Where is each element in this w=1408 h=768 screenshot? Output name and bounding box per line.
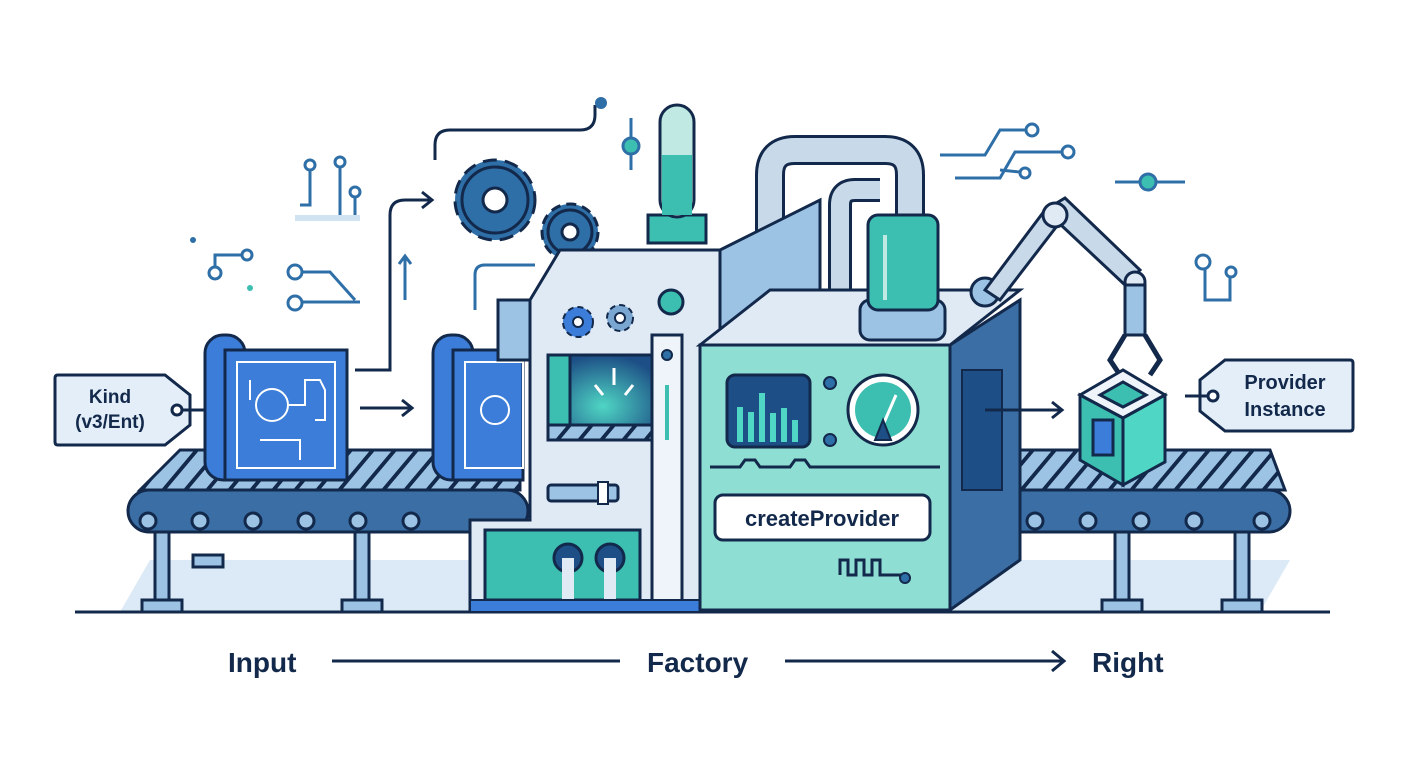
circuit-decor-right [940,128,1232,302]
gear-icon-small [540,202,600,262]
flow-wire-top [355,198,430,372]
output-tag: Provider Instance [1185,358,1355,433]
output-tag-line2: Instance [1244,399,1325,421]
input-tag-line1: Kind [89,387,131,408]
pie-indicator-icon [657,288,685,316]
gear-icon-panel [562,304,634,338]
provider-cube-icon [1076,368,1169,488]
flow-wire-gear [433,105,597,160]
input-tag: Kind (v3/Ent) [53,373,205,447]
flow-legend: Input Factory Right [228,647,1164,678]
output-tag-line1: Provider [1244,372,1325,394]
input-tag-line2: (v3/Ent) [75,412,145,433]
gear-icon-large [453,158,537,242]
blueprint-document-icon [203,333,349,482]
factory-label: createProvider [745,506,900,531]
circuit-dots-left [207,155,362,312]
robot-arm [982,196,1163,377]
factory-machine-left [468,248,722,613]
test-tube-icon [646,103,708,245]
tank-cylinder [858,213,947,342]
factory-machine-right: createProvider [695,197,1025,613]
arrow-right-icon [1051,649,1067,673]
flow-middle-label: Factory [647,647,749,678]
circuit-decor-left [213,165,360,304]
circuit-dots-right [1018,122,1238,279]
flow-start-label: Input [228,647,296,678]
gauge-icon [846,373,920,447]
blueprint-document-icon-2 [431,333,525,482]
flow-end-label: Right [1092,647,1164,678]
